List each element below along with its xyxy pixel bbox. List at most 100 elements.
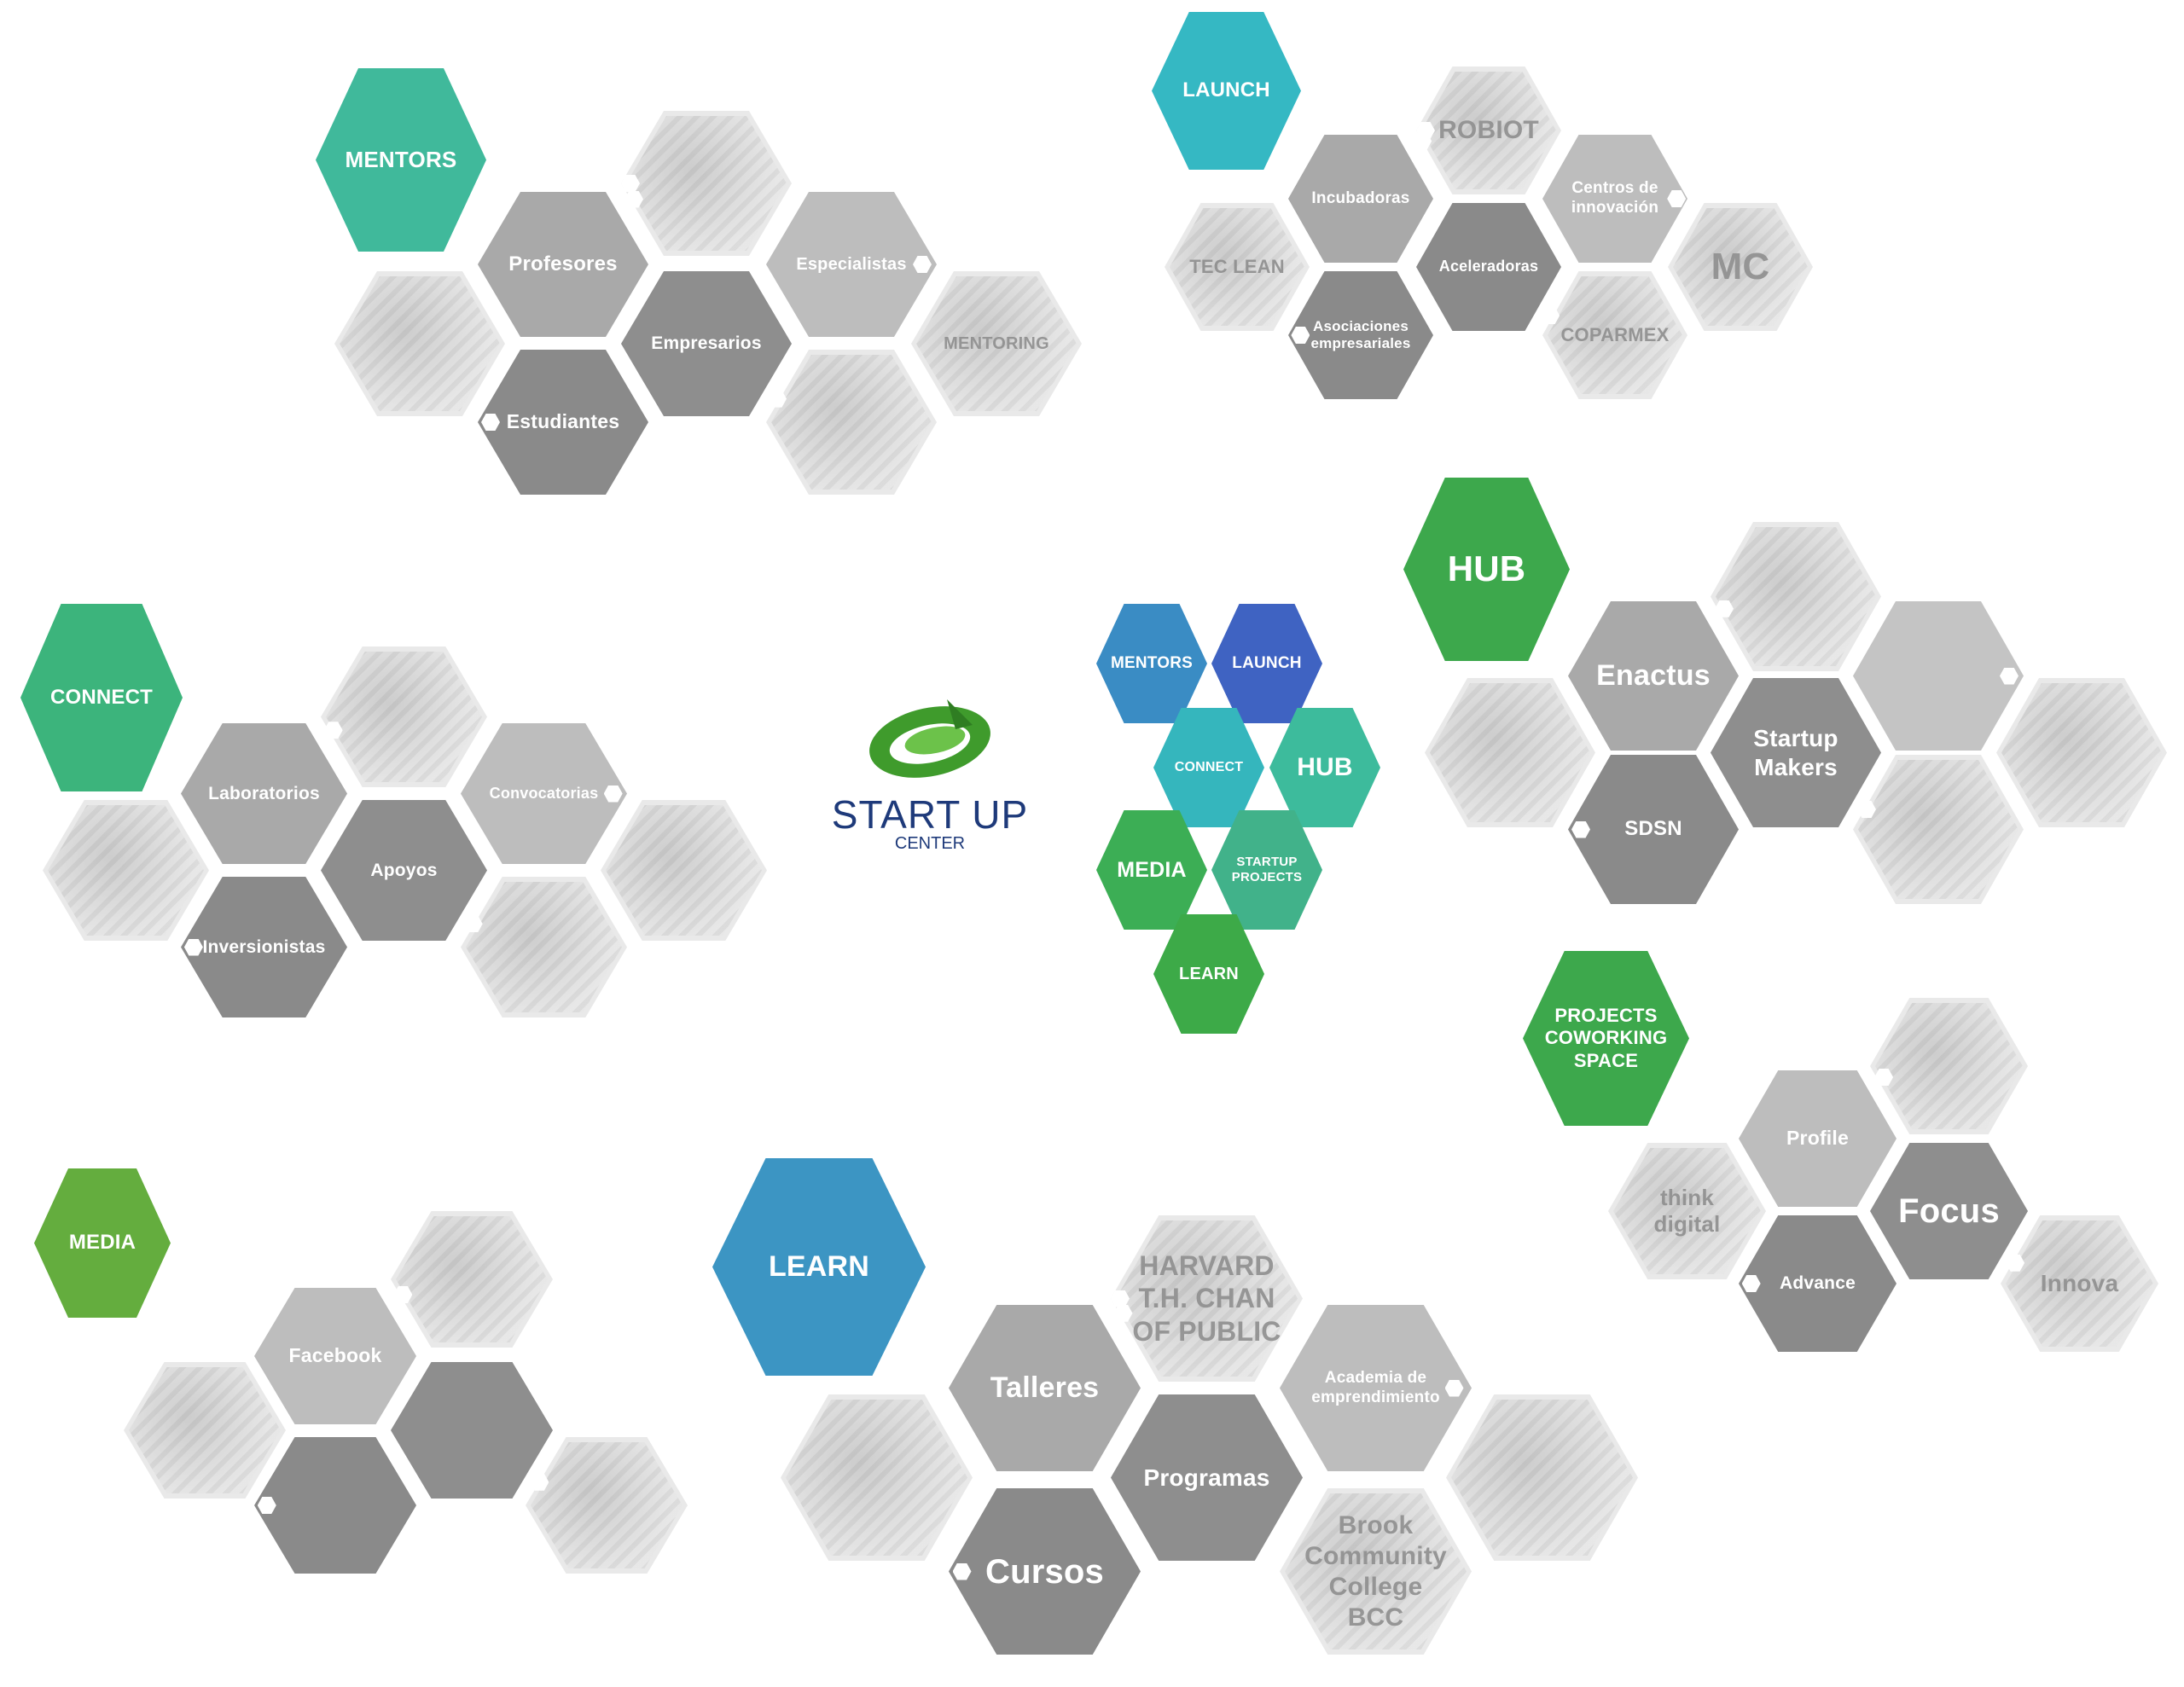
hex-corner-marker: [323, 722, 343, 739]
hex-learn-harvard: HARVARD T.H. CHAN OF PUBLIC: [1111, 1215, 1303, 1382]
hex-media-blank-1: [391, 1362, 553, 1499]
hex-corner-marker: [1857, 801, 1876, 818]
hex-aceleradoras: Aceleradoras: [1416, 203, 1561, 331]
hex-corner-marker: [913, 256, 932, 273]
hex-media-photo-1: [391, 1211, 553, 1348]
hex-startup-makers: Startup Makers: [1711, 678, 1881, 827]
hex-center-media: MEDIA: [1096, 810, 1207, 930]
hex-projects-photo-2: think digital: [1608, 1143, 1766, 1279]
hex-launch-teclean: TEC LEAN: [1165, 203, 1310, 331]
hex-mentors-photo-4: [766, 350, 937, 495]
hex-label-center-mentors: MENTORS: [1110, 653, 1194, 672]
hex-label-center-startup-projects: STARTUP PROJECTS: [1231, 855, 1303, 884]
hex-label-centros: Centros de innovación: [1571, 179, 1659, 217]
hex-center-hub: HUB: [1269, 708, 1380, 827]
hex-label-empresarios: Empresarios: [651, 333, 762, 354]
hex-learn-title: LEARN: [712, 1158, 926, 1376]
hex-label-talleres: Talleres: [990, 1371, 1100, 1405]
hex-connect-title: CONNECT: [20, 604, 183, 791]
hex-especialistas: Especialistas: [766, 192, 937, 337]
hex-incubadoras: Incubadoras: [1288, 135, 1433, 263]
hex-label-center-hub: HUB: [1297, 753, 1353, 781]
hex-media-photo-3: [526, 1437, 688, 1574]
hex-corner-marker: [624, 190, 643, 208]
hex-learn-photo-1: [781, 1394, 973, 1561]
hex-corner-marker: [257, 1497, 276, 1514]
hex-label-launch-teclean: TEC LEAN: [1189, 255, 1285, 277]
hex-corner-marker: [1741, 1275, 1761, 1292]
hex-corner-marker: [1275, 1532, 1295, 1550]
hex-media-title: MEDIA: [34, 1168, 171, 1318]
hex-profesores: Profesores: [478, 192, 648, 337]
hex-label-aceleradoras: Aceleradoras: [1438, 258, 1539, 275]
hex-corner-marker: [603, 785, 623, 803]
hex-label-mentors-photo-3: MENTORING: [944, 334, 1049, 353]
hex-corner-marker: [1715, 600, 1734, 617]
hex-mentors-photo-3: MENTORING: [911, 271, 1082, 416]
hex-label-center-learn: LEARN: [1179, 965, 1239, 983]
hex-corner-marker: [1291, 327, 1310, 344]
hex-label-enactus: Enactus: [1596, 659, 1711, 693]
hex-corner-marker: [1444, 1379, 1464, 1397]
hex-corner-marker: [463, 915, 483, 933]
hex-inversionistas: Inversionistas: [181, 877, 347, 1017]
hex-corner-marker: [183, 938, 203, 956]
hex-talleres: Talleres: [949, 1305, 1141, 1471]
hex-corner-marker: [621, 175, 640, 192]
startup-center-logo: START UP CENTER: [802, 691, 1058, 861]
hex-connect-photo-2: [43, 800, 209, 941]
hex-label-especialistas: Especialistas: [796, 255, 907, 274]
hex-launch-coparmex: COPARMEX: [1542, 271, 1687, 399]
hex-label-incubadoras: Incubadoras: [1311, 188, 1410, 207]
hex-focus: Focus: [1870, 1143, 2028, 1279]
hex-launch-robiot: ROBIOT: [1416, 67, 1561, 194]
hex-label-learn-bcc: Brook Community College BCC: [1304, 1510, 1447, 1632]
hex-estudiantes: Estudiantes: [478, 350, 648, 495]
hex-label-center-connect: CONNECT: [1174, 760, 1244, 775]
hex-label-launch-coparmex: COPARMEX: [1560, 323, 1670, 345]
hex-label-learn-harvard: HARVARD T.H. CHAN OF PUBLIC: [1132, 1249, 1281, 1347]
hex-center-startup-projects: STARTUP PROJECTS: [1211, 810, 1322, 930]
hex-label-inversionistas: Inversionistas: [202, 936, 326, 957]
hex-label-center-launch: LAUNCH: [1232, 653, 1302, 672]
hex-corner-marker: [1667, 190, 1687, 207]
hex-label-academia: Academia de emprendimiento: [1311, 1368, 1440, 1406]
hex-corner-marker: [1541, 307, 1560, 324]
hex-connect-photo-1: [321, 646, 487, 787]
hex-corner-marker: [1416, 122, 1435, 139]
hex-projects-photo-3: Innova: [2001, 1215, 2158, 1352]
hex-facebook: Facebook: [254, 1288, 416, 1424]
hex-label-connect-title: CONNECT: [49, 685, 154, 709]
hex-label-apoyos: Apoyos: [370, 860, 438, 880]
hex-programas: Programas: [1111, 1394, 1303, 1561]
hex-launch-mc: MC: [1668, 203, 1813, 331]
hex-center-connect: CONNECT: [1153, 708, 1264, 827]
hex-corner-marker: [1111, 1290, 1130, 1307]
hex-label-programas: Programas: [1143, 1464, 1270, 1491]
hex-label-launch-robiot: ROBIOT: [1438, 116, 1539, 144]
hex-center-learn: LEARN: [1153, 914, 1264, 1034]
hex-label-launch-title: LAUNCH: [1182, 78, 1270, 102]
hex-mentors-photo-1: [621, 111, 792, 256]
hex-profile: Profile: [1739, 1070, 1896, 1207]
hex-corner-marker: [2006, 1254, 2025, 1272]
hex-mentors-photo-2: [334, 271, 505, 416]
hex-label-cursos: Cursos: [985, 1552, 1104, 1591]
hex-empresarios: Empresarios: [621, 271, 792, 416]
hex-corner-marker: [1113, 1304, 1133, 1322]
hex-projects-photo-1: [1870, 998, 2028, 1134]
hex-mentors-title: MENTORS: [316, 68, 486, 252]
hex-learn-bcc: Brook Community College BCC: [1280, 1488, 1472, 1655]
hex-corner-marker: [481, 414, 500, 431]
hex-label-projects-photo-2: think digital: [1653, 1184, 1721, 1237]
hex-label-mentors-title: MENTORS: [345, 146, 457, 172]
hex-label-estudiantes: Estudiantes: [506, 410, 620, 433]
hex-corner-marker: [952, 1562, 972, 1580]
hex-label-media-title: MEDIA: [68, 1231, 136, 1255]
hex-label-launch-mc: MC: [1711, 245, 1770, 287]
hex-label-projects-photo-3: Innova: [2040, 1270, 2119, 1297]
hex-corner-marker: [2000, 667, 2018, 685]
hex-label-convocatorias: Convocatorias: [489, 784, 599, 802]
hex-projects-title: PROJECTS COWORKING SPACE: [1523, 951, 1689, 1126]
